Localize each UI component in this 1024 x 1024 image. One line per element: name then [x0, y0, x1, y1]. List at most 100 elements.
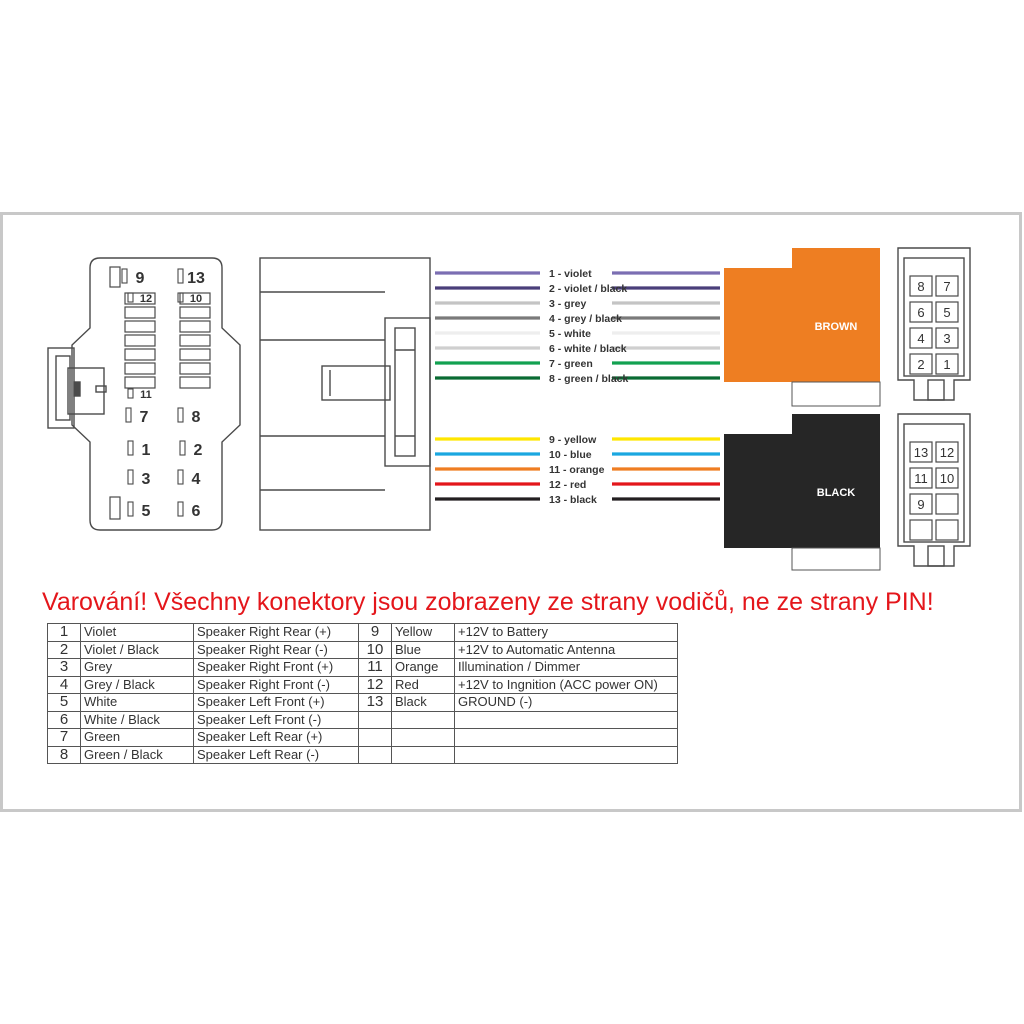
left-pin-bracket — [127, 440, 134, 456]
wire-label: 11 - orange — [549, 464, 605, 476]
table-cell-pin-b: 11 — [358, 658, 392, 677]
iso-pin-label: 9 — [917, 497, 924, 512]
table-cell-function-b: +12V to Automatic Antenna — [454, 640, 678, 659]
wire-label: 3 - grey — [549, 298, 587, 310]
iso-pin-cell — [909, 301, 933, 323]
table-cell-function-b: GROUND (-) — [454, 693, 678, 712]
table-cell-pin-a: 7 — [47, 728, 81, 747]
table-cell-function-b: Illumination / Dimmer — [454, 658, 678, 677]
left-pin-bracket — [125, 407, 132, 423]
wire-label: 8 - green / black — [549, 373, 629, 385]
table-cell-function-a: Speaker Right Rear (-) — [193, 640, 359, 659]
left-pin-bracket — [121, 268, 128, 284]
left-connector-slots — [109, 266, 211, 520]
table-cell-color-a: Violet — [80, 623, 194, 642]
left-slot — [179, 320, 211, 333]
iso-pin-cell — [935, 519, 959, 541]
iso-pin-cell — [935, 493, 959, 515]
iso-pin-cell — [909, 327, 933, 349]
table-cell-color-b — [391, 728, 455, 747]
iso-pin-cell — [935, 327, 959, 349]
left-pin-bracket — [177, 469, 184, 485]
table-cell-color-b: Blue — [391, 640, 455, 659]
table-cell-pin-b — [358, 728, 392, 747]
iso-pin-cell — [935, 353, 959, 375]
iso-pin-cell — [909, 275, 933, 297]
table-cell-function-b — [454, 745, 678, 764]
brown-connector-body-left — [724, 268, 792, 382]
table-cell-color-a: Grey — [80, 658, 194, 677]
table-cell-color-a: White — [80, 693, 194, 712]
wire-label: 1 - violet — [549, 268, 592, 280]
left-slot — [179, 306, 211, 319]
table-cell-pin-a: 5 — [47, 693, 81, 712]
left-pin-bracket — [177, 292, 184, 303]
brown-connector: BROWN — [724, 248, 881, 407]
left-slot — [124, 362, 156, 375]
table-cell-color-b: Orange — [391, 658, 455, 677]
iso-pin-label: 5 — [943, 305, 950, 320]
wire-label: 6 - white / black — [549, 343, 627, 355]
black-connector-foot — [791, 547, 881, 571]
iso-pin-label: 11 — [914, 471, 928, 486]
wire-label: 13 - black — [549, 494, 597, 506]
iso-pin-cell — [909, 493, 933, 515]
table-cell-pin-a: 8 — [47, 745, 81, 764]
table-cell-function-a: Speaker Right Front (-) — [193, 675, 359, 694]
left-slot — [179, 376, 211, 389]
table-cell-color-a: Violet / Black — [80, 640, 194, 659]
left-connector-face — [47, 257, 241, 531]
middle-connector-side — [259, 257, 431, 531]
iso-pin-cell — [935, 301, 959, 323]
iso-pin-cell — [909, 353, 933, 375]
brown-connector-body-right — [792, 248, 880, 382]
wire-label: 7 - green — [549, 358, 593, 370]
iso-pin-cell — [935, 441, 959, 463]
iso-pin-cell — [909, 467, 933, 489]
table-cell-color-b — [391, 745, 455, 764]
iso-face-bottom — [897, 413, 971, 567]
warning-text: Varování! Všechny konektory jsou zobraze… — [42, 588, 934, 616]
table-cell-pin-b — [358, 745, 392, 764]
table-cell-color-b: Red — [391, 675, 455, 694]
black-connector-body-right — [792, 414, 880, 548]
table-cell-pin-a: 3 — [47, 658, 81, 677]
left-pin-bracket — [127, 469, 134, 485]
left-pin-label: 1 — [142, 442, 151, 459]
wire-label: 12 - red — [549, 479, 586, 491]
left-slot — [179, 362, 211, 375]
iso-pin-label: 2 — [917, 357, 924, 372]
black-connector-label: BLACK — [817, 487, 856, 499]
wire-label: 2 - violet / black — [549, 283, 627, 295]
left-pin-label: 9 — [136, 270, 145, 287]
left-slot — [179, 348, 211, 361]
table-cell-function-b: +12V to Battery — [454, 623, 678, 642]
left-pin-label: 6 — [192, 503, 201, 520]
table-cell-pin-b — [358, 710, 392, 729]
iso-pin-cell — [909, 441, 933, 463]
table-cell-pin-a: 4 — [47, 675, 81, 694]
iso-pin-label: 10 — [940, 471, 954, 486]
black-connector-body-left — [724, 434, 792, 548]
table-cell-color-b: Black — [391, 693, 455, 712]
iso-pin-label: 7 — [943, 279, 950, 294]
iso-pin-cell — [909, 519, 933, 541]
left-pin-label: 12 — [140, 293, 152, 305]
left-slot — [124, 306, 156, 319]
table-cell-function-a: Speaker Right Front (+) — [193, 658, 359, 677]
table-cell-color-a: White / Black — [80, 710, 194, 729]
table-cell-pin-b: 10 — [358, 640, 392, 659]
left-pin-bracket — [127, 388, 134, 399]
table-cell-color-a: Green — [80, 728, 194, 747]
